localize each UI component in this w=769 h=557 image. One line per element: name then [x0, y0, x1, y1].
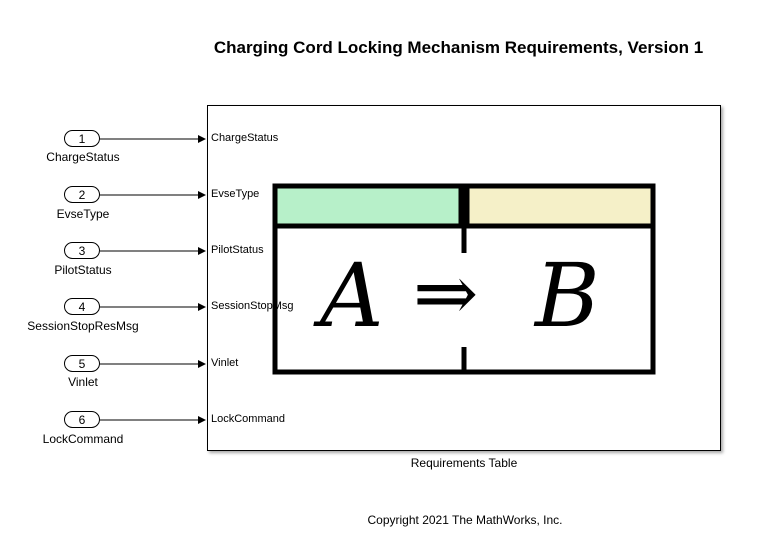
icon-letter-b: B — [533, 244, 600, 347]
inport-block-1[interactable]: 1 — [64, 130, 100, 147]
inport-label-2: EvseType — [56, 207, 110, 221]
inport-block-6[interactable]: 6 — [64, 411, 100, 428]
inport-label-4: SessionStopResMsg — [27, 319, 139, 333]
block-caption: Requirements Table — [410, 456, 518, 470]
inport-block-5[interactable]: 5 — [64, 355, 100, 372]
block-port-label-3: PilotStatus — [211, 244, 264, 256]
postcondition-header-cell — [467, 186, 653, 226]
block-port-label-2: EvseType — [211, 188, 260, 200]
requirements-table-block[interactable] — [207, 105, 721, 451]
inport-label-6: LockCommand — [42, 432, 124, 446]
precondition-header-cell — [275, 186, 461, 226]
block-port-label-6: LockCommand — [211, 413, 285, 425]
inport-label-1: ChargeStatus — [46, 150, 120, 164]
inport-block-2[interactable]: 2 — [64, 186, 100, 203]
inport-block-4[interactable]: 4 — [64, 298, 100, 315]
copyright-text: Copyright 2021 The MathWorks, Inc. — [367, 513, 563, 527]
inport-label-5: Vinlet — [68, 375, 98, 389]
inport-block-3[interactable]: 3 — [64, 242, 100, 259]
inport-label-3: PilotStatus — [54, 263, 112, 277]
block-port-label-1: ChargeStatus — [211, 132, 279, 144]
diagram-title: Charging Cord Locking Mechanism Requirem… — [213, 38, 704, 57]
icon-letter-a: A — [313, 244, 384, 347]
block-port-label-5: Vinlet — [211, 357, 239, 369]
requirements-table-icon: A ⇒ B — [272, 183, 656, 375]
implies-arrow: ⇒ — [413, 249, 478, 339]
